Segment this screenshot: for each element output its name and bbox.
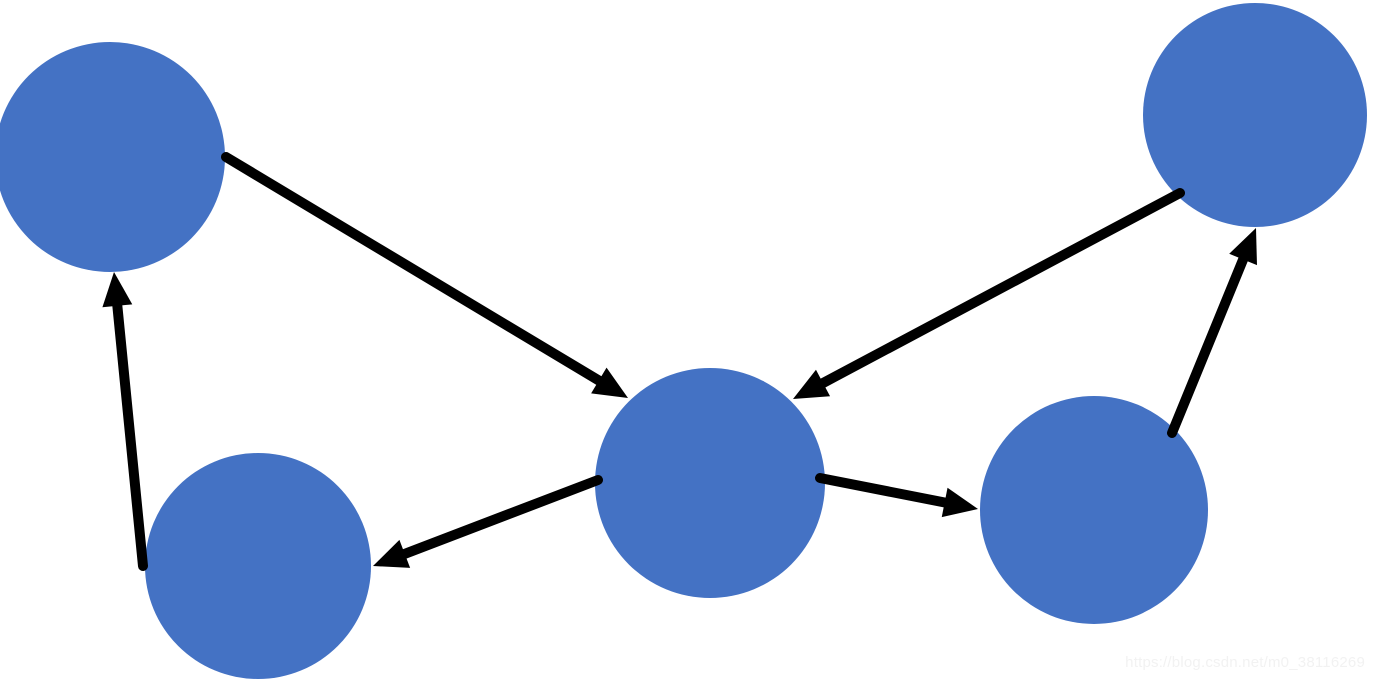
edge-top-left-to-center-line xyxy=(221,152,608,388)
edge-center-to-bottom-right[interactable] xyxy=(815,473,978,518)
node-bottom-right[interactable] xyxy=(980,396,1208,624)
edge-center-to-bottom-right-arrowhead-icon xyxy=(941,487,978,518)
edge-center-to-bottom-right-line xyxy=(815,473,954,509)
edge-bottom-left-to-top-left-line xyxy=(111,296,148,571)
edge-top-right-to-center-line xyxy=(814,188,1185,390)
edge-center-to-bottom-left-arrowhead-icon xyxy=(373,539,411,568)
node-center[interactable] xyxy=(595,368,825,598)
edge-top-right-to-center[interactable] xyxy=(793,188,1185,399)
node-top-right[interactable] xyxy=(1143,3,1367,227)
node-top-left[interactable] xyxy=(0,42,225,272)
edge-center-to-bottom-left-line xyxy=(396,475,603,561)
edge-layer-over xyxy=(102,152,1257,571)
edge-bottom-right-to-top-right-line xyxy=(1167,250,1250,438)
edge-center-to-bottom-left[interactable] xyxy=(373,475,603,568)
edge-bottom-right-to-top-right[interactable] xyxy=(1167,228,1257,438)
edge-bottom-right-to-top-right-arrowhead-icon xyxy=(1229,228,1257,266)
edge-top-right-to-center-arrowhead-icon xyxy=(793,369,831,399)
node-bottom-left[interactable] xyxy=(145,453,371,679)
node-layer xyxy=(0,3,1367,679)
edge-top-left-to-center[interactable] xyxy=(221,152,628,398)
edge-top-left-to-center-arrowhead-icon xyxy=(591,367,628,398)
edge-bottom-left-to-top-left[interactable] xyxy=(102,272,148,571)
edge-bottom-left-to-top-left-arrowhead-icon xyxy=(102,272,133,308)
